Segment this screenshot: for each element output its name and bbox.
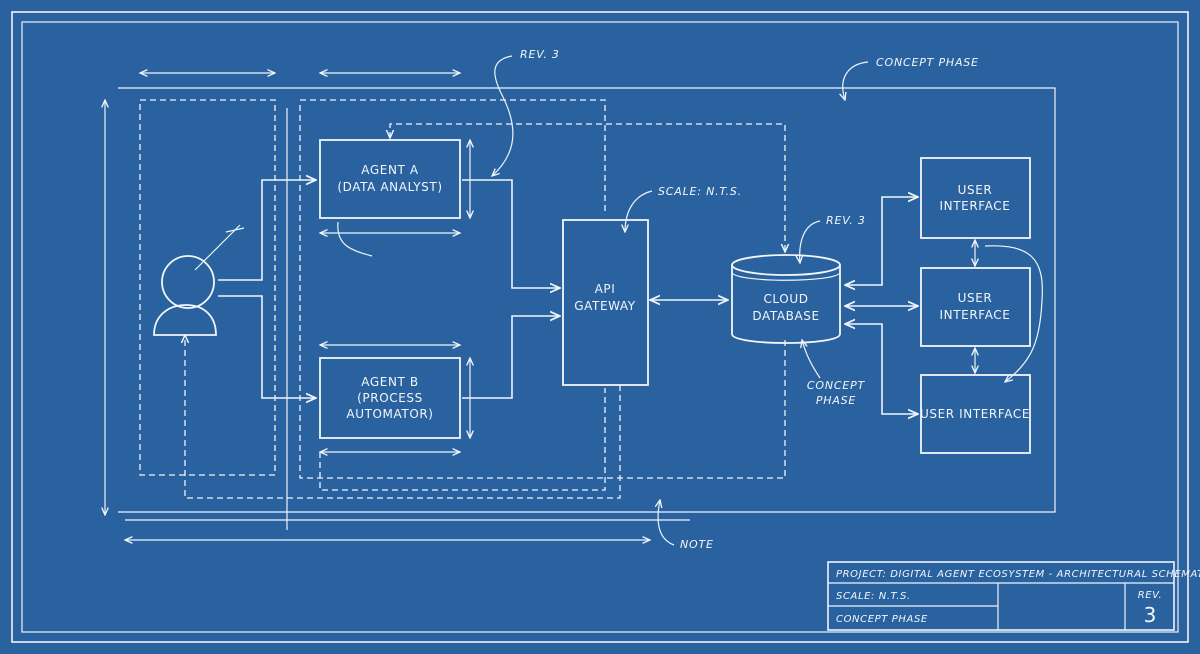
agent-db-dashed-link (390, 123, 785, 252)
user-zone-dashed (139, 99, 276, 476)
annotation-concept-db-leader (802, 340, 821, 379)
annotation-concept-top: CONCEPT PHASE (876, 56, 979, 69)
title-block-phase: CONCEPT PHASE (836, 614, 928, 625)
user-interface-2-label-line-2: INTERFACE (940, 308, 1011, 322)
annotation-note-leader (658, 500, 675, 546)
agent-zone-dashed-top (300, 99, 606, 215)
annotation-scale-gateway: SCALE: N.T.S. (658, 185, 742, 198)
sheet-inner-border (21, 21, 1179, 633)
agent-b-node: AGENT B (PROCESS AUTOMATOR) (319, 357, 461, 439)
annotation-rev-top: REV. 3 (520, 48, 560, 61)
database-cylinder-ring (731, 271, 841, 281)
title-block: PROJECT: DIGITAL AGENT ECOSYSTEM - ARCHI… (827, 561, 1200, 631)
annotation-concept-top-leader (843, 61, 869, 100)
annotation-note: NOTE (680, 538, 714, 551)
annotation-concept-db-line-1: CONCEPT (807, 379, 866, 392)
annotation-rev-top-leader (492, 55, 514, 176)
gateway-user-feedback-dashed (185, 335, 621, 499)
title-block-scale: SCALE: N.T.S. (836, 591, 911, 602)
title-block-rev-label: REV. (1138, 590, 1163, 601)
agent-b-label-line-2: (PROCESS (357, 391, 423, 405)
api-gateway-node: API GATEWAY (562, 219, 649, 386)
agent-zone-dashed-bottom (299, 105, 786, 479)
title-block-frame (827, 561, 1175, 631)
user-interface-2-label-line-1: USER (958, 291, 993, 305)
agent-b-box (319, 357, 461, 439)
agent-a-node: AGENT A (DATA ANALYST) (319, 139, 461, 219)
title-block-rev-number: 3 (1144, 603, 1157, 627)
user-interface-1-label-line-1: USER (958, 183, 993, 197)
annotation-rev-db: REV. 3 (826, 214, 866, 227)
user-interface-1-box (920, 157, 1031, 239)
database-label-line-2: DATABASE (752, 309, 819, 323)
database-cylinder-body (731, 265, 841, 344)
cloud-database-node: CLOUD DATABASE (731, 254, 841, 344)
title-block-project: PROJECT: DIGITAL AGENT ECOSYSTEM - ARCHI… (836, 569, 1200, 580)
annotation-concept-db-line-2: PHASE (816, 394, 856, 407)
database-cylinder-top (731, 254, 841, 276)
user-interface-2-box (920, 267, 1031, 347)
db-to-ui-1-arrow (845, 197, 918, 285)
user-interface-1-node: USER INTERFACE (920, 157, 1031, 239)
user-interface-3-label: USER INTERFACE (920, 407, 1030, 421)
ui-loop-arrow (984, 245, 1043, 382)
sheet-outer-border (11, 11, 1189, 643)
user-interface-1-label-line-2: INTERFACE (940, 199, 1011, 213)
api-gateway-box (562, 219, 649, 386)
system-boundary (118, 87, 1056, 513)
user-interface-2-node: USER INTERFACE (920, 267, 1031, 347)
agent-b-gateway-dashed (319, 388, 606, 491)
api-gateway-label-line-2: GATEWAY (574, 299, 636, 313)
annotation-scale-gateway-leader (625, 190, 653, 232)
agent-b-label-line-3: AUTOMATOR) (346, 407, 433, 421)
agent-a-label-line-2: (DATA ANALYST) (337, 180, 442, 194)
api-gateway-label-line-1: API (595, 282, 616, 296)
user-interface-3-node: USER INTERFACE (920, 374, 1031, 454)
user-to-agent-b-arrow (218, 295, 316, 398)
annotation-rev-db-leader (800, 220, 821, 263)
agent-a-box (319, 139, 461, 219)
db-to-ui-3-arrow (845, 324, 918, 414)
sketch-squiggle (337, 221, 373, 257)
agent-b-to-gateway-arrow (462, 316, 560, 399)
agent-a-label-line-1: AGENT A (361, 163, 419, 177)
agent-a-to-gateway-arrow (462, 179, 560, 288)
user-interface-3-box (920, 374, 1031, 454)
user-actor-icon (153, 224, 245, 336)
user-to-agent-a-arrow (218, 180, 316, 281)
database-label-line-1: CLOUD (763, 292, 808, 306)
agent-b-label-line-1: AGENT B (361, 375, 418, 389)
